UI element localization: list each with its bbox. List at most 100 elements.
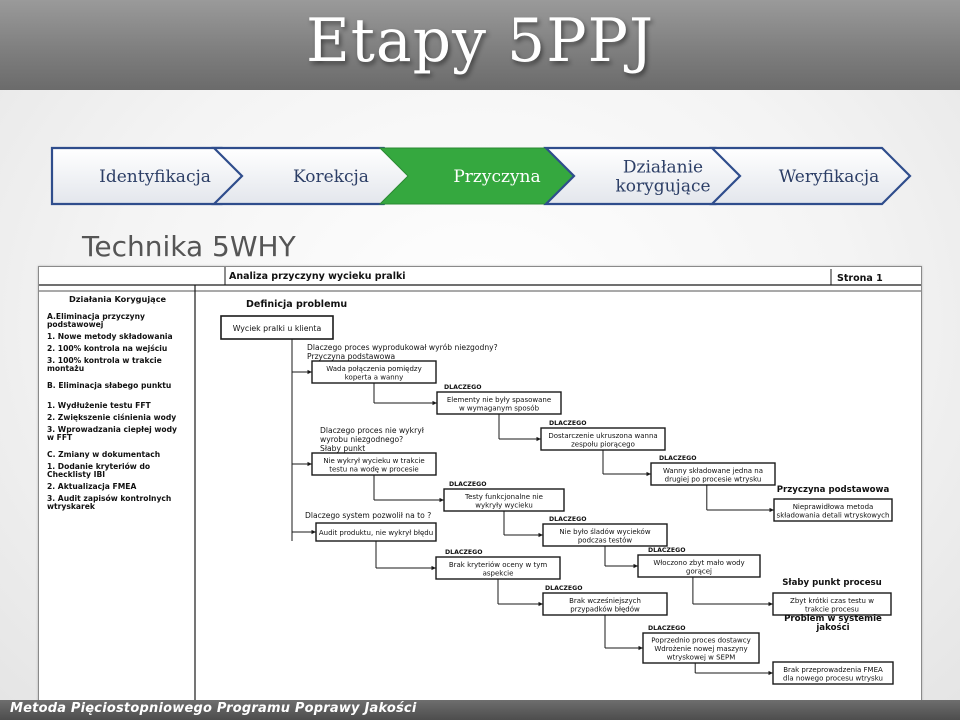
why-box-3-2-text: Brak kryteriów oceny w tym — [449, 561, 548, 569]
why-box-2-2-text: wykryły wycieku — [475, 501, 533, 509]
why-label: DLACZEGO — [648, 547, 685, 554]
why-box-1-4-text: Wanny składowane jedna na — [663, 467, 763, 475]
connector-arrow-2-2-head — [538, 532, 543, 538]
result-arrow-1-head — [769, 507, 774, 513]
step-label-3: Przyczyna — [453, 167, 540, 187]
why-box-3-4-text: Wdrożenie nowej maszyny — [654, 645, 747, 653]
branch-arrow-2-head — [307, 461, 312, 467]
question-text: wyrobu niezgodnego? — [320, 435, 403, 444]
corrective-action-line: montażu — [47, 364, 84, 373]
why-box-2-4-text: Włoczono zbyt mało wody — [653, 559, 744, 567]
branch-arrow-3-head — [311, 529, 316, 535]
why-box-2-1-text: testu na wodę w procesie — [329, 465, 419, 473]
definition-heading: Definicja problemu — [246, 299, 347, 310]
connector-arrow-1-3-head — [646, 471, 651, 477]
why-label: DLACZEGO — [549, 516, 586, 523]
title-bar: Etapy 5PPJ — [0, 0, 960, 90]
why-box-1-1-text: Wada połączenia pomiędzy — [326, 365, 422, 373]
why-label: DLACZEGO — [549, 420, 586, 427]
why-analysis-diagram: Analiza przyczyny wycieku pralki Strona 1… — [39, 267, 921, 701]
connector-arrow-3-2-head — [538, 601, 543, 607]
footer-bar: Metoda Pięciostopniowego Programu Popraw… — [0, 700, 960, 720]
why-box-2-3-text: podczas testów — [578, 536, 633, 544]
result-box-2-text: trakcie procesu — [805, 605, 859, 613]
why-box-3-4-text: Poprzednio proces dostawcy — [651, 637, 751, 645]
corrective-action-line: wtryskarek — [47, 502, 96, 511]
step-chevron-5 — [709, 146, 912, 206]
why-label: DLACZEGO — [659, 455, 696, 462]
question-text: Przyczyna podstawowa — [307, 352, 395, 361]
corrective-action-line: 2. 100% kontrola na wejściu — [47, 344, 167, 353]
why-label: DLACZEGO — [445, 549, 482, 556]
connector-arrow-2-1-head — [439, 497, 444, 503]
result-arrow-2-head — [768, 601, 773, 607]
corrective-action-line: B. Eliminacja słabego punktu — [47, 381, 171, 390]
footer-text: Metoda Pięciostopniowego Programu Popraw… — [10, 701, 417, 716]
why-box-3-2-text: aspekcie — [483, 569, 514, 577]
corrective-action-line: 3. Wprowadzania ciepłej wody — [47, 425, 177, 434]
result-arrow-3-head — [768, 670, 773, 676]
why-box-1-2-text: w wymaganym sposób — [459, 404, 540, 412]
problem-text: Wyciek pralki u klienta — [233, 324, 322, 333]
question-text: Dlaczego system pozwolił na to ? — [305, 511, 431, 520]
connector-arrow-1-2-head — [536, 436, 541, 442]
step-label-1: Identyfikacja — [99, 167, 211, 187]
document-header-title: Analiza przyczyny wycieku pralki — [229, 271, 406, 282]
connector-arrow-3-1-head — [431, 565, 436, 571]
why-box-2-4-text: gorącej — [686, 567, 712, 575]
why-box-1-3-text: Dostarczenie ukruszona wanna — [548, 432, 657, 440]
corrective-action-line: 1. Dodanie kryteriów do — [47, 462, 150, 471]
why-box-2-4 — [637, 554, 761, 578]
corrective-action-line: 1. Wydłużenie testu FFT — [47, 401, 152, 410]
corrective-action-line: 3. Audit zapisów kontrolnych — [47, 494, 171, 503]
why-box-3-4 — [642, 632, 760, 664]
result-box-3-text: dla nowego procesu wtrysku — [783, 674, 883, 682]
why-box-3-4-text: wtryskowej w SEPM — [667, 654, 736, 662]
corrective-action-line: Checklisty IBI — [47, 470, 105, 479]
branch-arrow-1-head — [307, 369, 312, 375]
why-box-3-1-text: Audit produktu, nie wykrył błędu — [319, 529, 433, 537]
result-box-1-text: Nieprawidłowa metoda — [793, 503, 874, 511]
corrective-action-line: podstawowej — [47, 320, 103, 329]
connector-arrow-3-3-head — [638, 645, 643, 651]
connector-arrow-1-1-head — [432, 400, 437, 406]
step-label-5: Weryfikacja — [779, 167, 880, 187]
question-text: Dlaczego proces nie wykrył — [320, 426, 425, 435]
corrective-action-line: 2. Zwiększenie ciśnienia wody — [47, 413, 176, 422]
why-box-2-2-text: Testy funkcjonalne nie — [464, 493, 543, 501]
why-box-2-3-text: Nie było śladów wycieków — [559, 528, 650, 536]
connector-arrow-2-3-head — [633, 563, 638, 569]
corrective-action-line: 2. Aktualizacja FMEA — [47, 482, 136, 491]
slide-title: Etapy 5PPJ — [305, 6, 655, 76]
result-heading-2: Słaby punkt procesu — [782, 578, 882, 588]
why-label: DLACZEGO — [449, 481, 486, 488]
corrective-action-line: A.Eliminacja przyczyny — [47, 312, 145, 321]
why-analysis-document: Analiza przyczyny wycieku pralki Strona 1… — [38, 266, 922, 702]
result-heading-3-line2: jakości — [815, 622, 849, 633]
corrective-action-line: 1. Nowe metody składowania — [47, 332, 173, 341]
step-label-4: Działanie — [623, 158, 703, 178]
corrective-action-line: 3. 100% kontrola w trakcie — [47, 356, 162, 365]
result-box-3-text: Brak przeprowadzenia FMEA — [783, 666, 883, 674]
step-label-4: korygujące — [615, 177, 710, 197]
why-box-2-1-text: Nie wykrył wycieku w trakcie — [323, 457, 424, 465]
why-box-3-3-text: przypadków błędów — [570, 605, 640, 613]
corrective-action-line: w FFT — [47, 433, 73, 442]
step-label-2: Korekcja — [293, 167, 369, 187]
result-heading-3: Problem w systemie — [784, 614, 882, 624]
corrective-action-line: C. Zmiany w dokumentach — [47, 450, 160, 459]
why-label: DLACZEGO — [444, 384, 481, 391]
why-box-3-3-text: Brak wcześniejszych — [569, 597, 641, 605]
problem-box — [220, 315, 334, 340]
why-label: DLACZEGO — [545, 585, 582, 592]
why-box-1-1-text: koperta a wanny — [345, 373, 404, 381]
result-box-2-text: Zbyt krótki czas testu w — [790, 597, 874, 605]
result-box-1-text: składowania detali wtryskowych — [777, 511, 890, 519]
why-box-1-3-text: zespołu piorącego — [571, 440, 635, 448]
slide-subtitle: Technika 5WHY — [82, 230, 296, 263]
question-text: Słaby punkt — [320, 444, 365, 453]
question-text: Dlaczego proces wyprodukował wyrób niezg… — [307, 343, 498, 352]
page-label: Strona 1 — [837, 273, 883, 284]
why-box-1-4-text: drugiej po procesie wtrysku — [665, 475, 762, 483]
